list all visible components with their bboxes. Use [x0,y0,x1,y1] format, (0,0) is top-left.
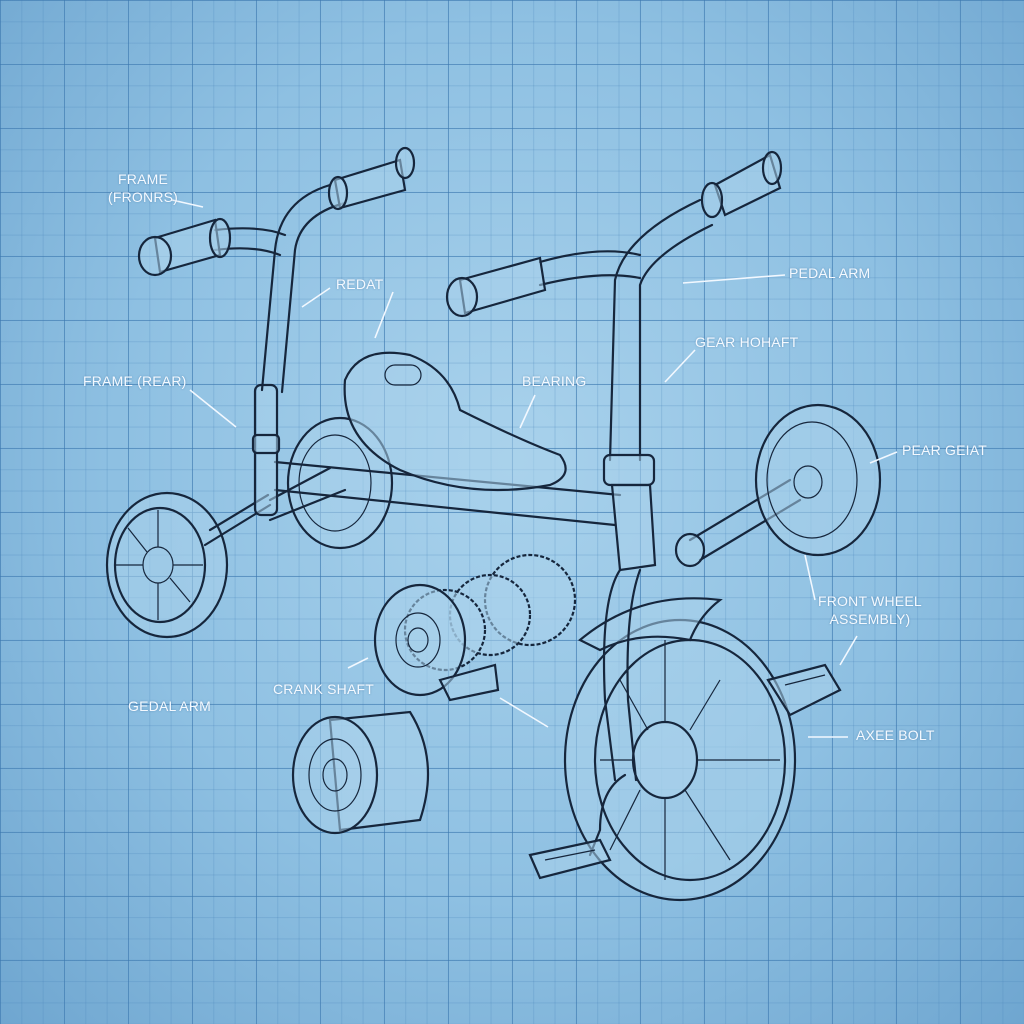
label-axle-bolt: AXEE BOLT [856,727,935,743]
seat [343,351,567,492]
right-handlebar [445,150,783,572]
gear-assembly [373,553,577,702]
label-frame-front-line2: (FRONRS) [108,189,179,205]
label-pedal-arm: PEDAL ARM [789,265,871,281]
label-frame-front-line1: FRAME [118,171,169,187]
leader-lines [171,199,898,738]
label-pear-gear: PEAR GEIAT [902,442,987,458]
pedals [528,663,842,880]
label-gedal-arm: GEDAL ARM [128,698,211,714]
label-crank-shaft: CRANK SHAFT [273,681,374,697]
label-gear-shaft: GEAR HOHAFT [695,334,799,350]
label-front-wheel-line2: ASSEMBLY) [829,611,911,627]
label-frame-front: FRAME (FRONRS) [108,170,178,206]
label-frame-rear: FRAME (REAR) [83,373,187,389]
label-front-wheel-assembly: FRONT WHEEL ASSEMBLY) [818,592,922,628]
label-bearing: BEARING [522,373,587,389]
rear-left-wheel [105,491,229,639]
label-front-wheel-line1: FRONT WHEEL [818,593,922,609]
loose-wheel-hub [291,710,430,835]
rear-right-wheel [286,416,394,550]
left-handlebar [137,146,416,394]
frame-rear [203,383,622,547]
rear-right-side-wheel [674,403,882,568]
label-redat: REDAT [336,276,384,292]
front-wheel [563,568,797,902]
